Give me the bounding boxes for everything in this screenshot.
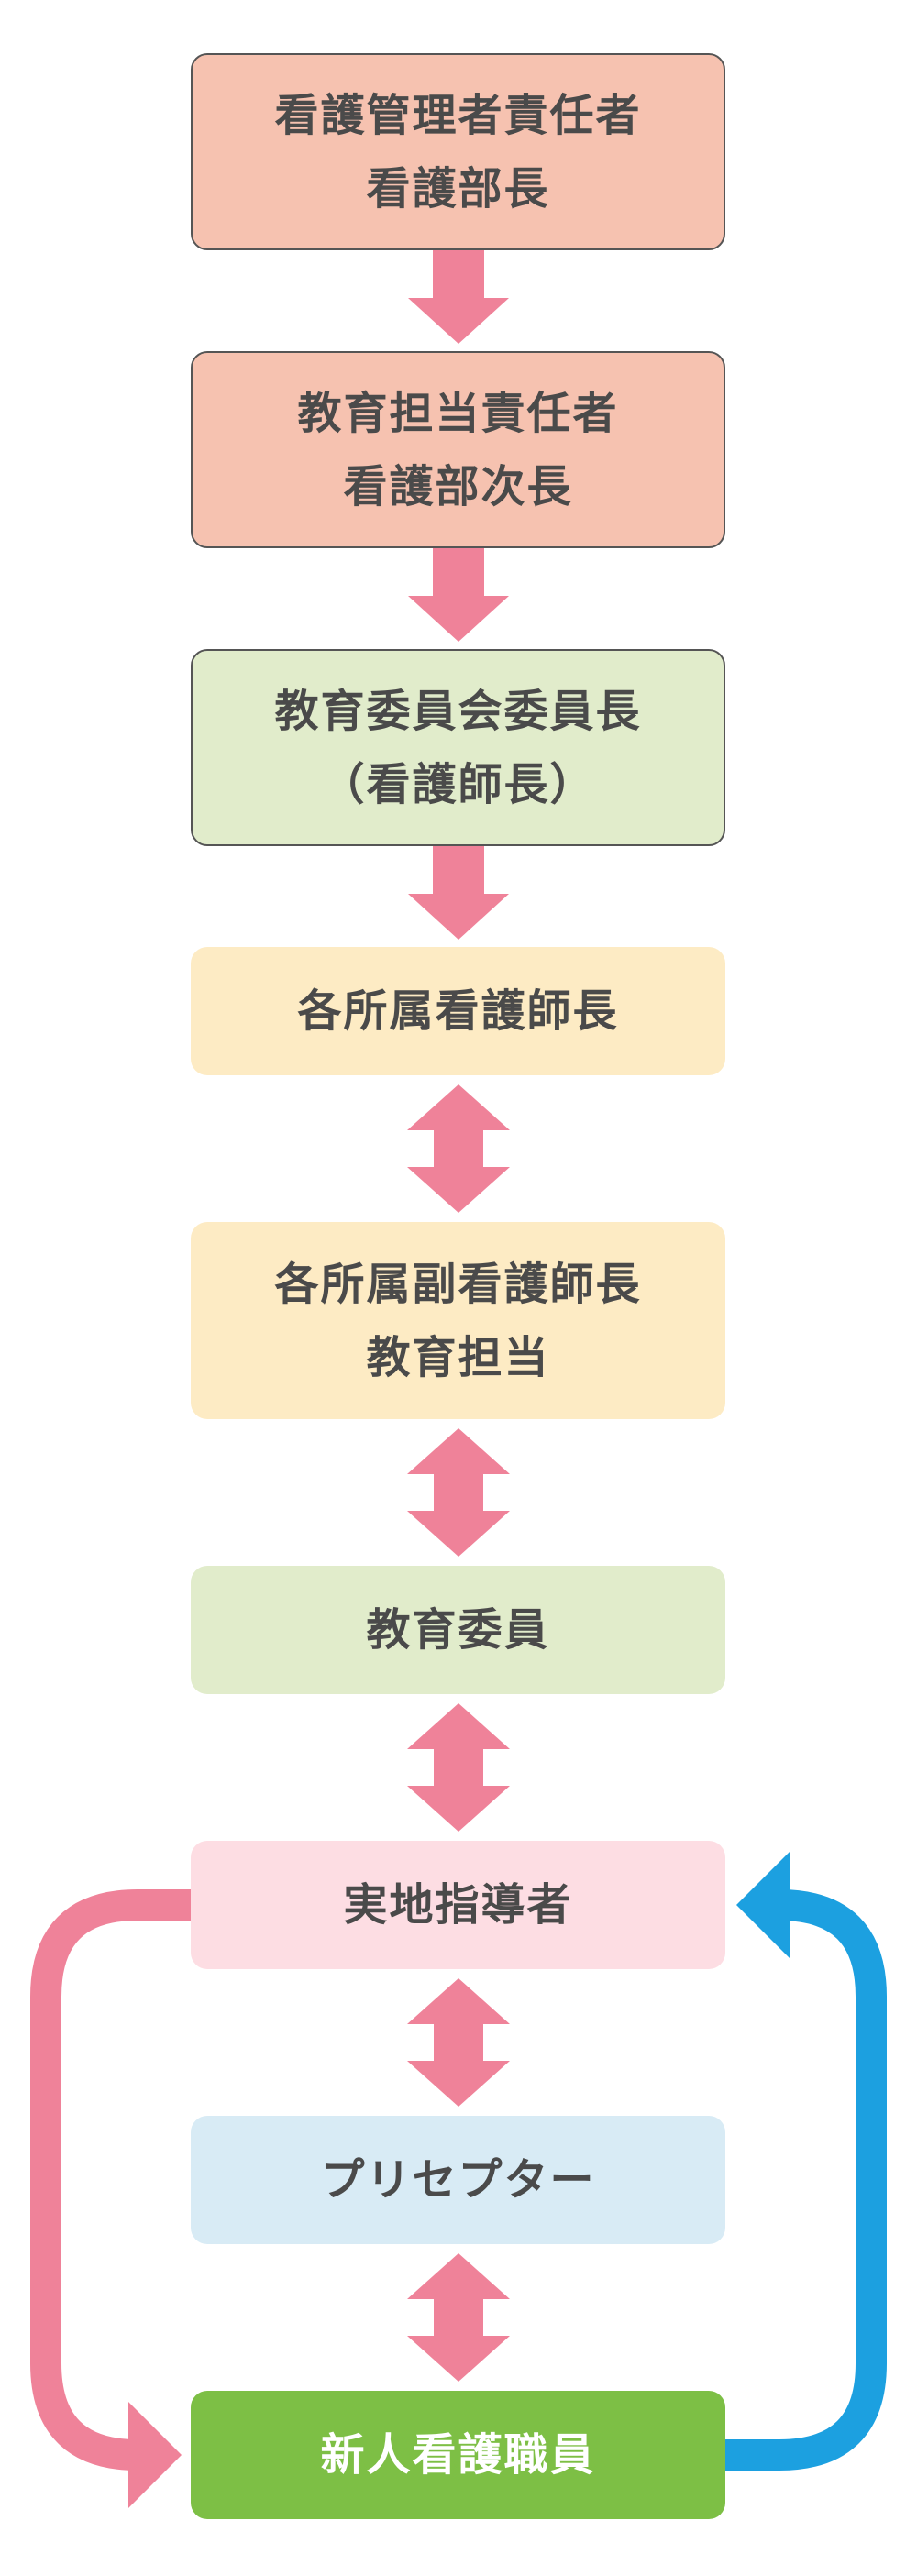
arrow-down-3	[408, 846, 509, 940]
node-nursing-manager-line1: 看護管理者責任者	[274, 89, 642, 141]
node-committee-chair-line1: 教育委員会委員長	[274, 685, 642, 737]
node-education-committee-line1: 教育委員	[366, 1604, 550, 1656]
curved-arrow-left	[30, 1889, 191, 2471]
arrow-double-4	[407, 1978, 510, 2107]
node-head-nurses: 各所属看護師長	[191, 947, 725, 1075]
node-committee-chair-line2: （看護師長）	[320, 758, 596, 810]
node-education-manager-line1: 教育担当責任者	[297, 387, 619, 439]
curved-arrow-right	[725, 1889, 887, 2471]
node-new-nurse-line1: 新人看護職員	[320, 2429, 596, 2481]
node-nursing-manager-line2: 看護部長	[366, 162, 550, 215]
node-education-committee: 教育委員	[191, 1566, 725, 1694]
node-education-manager: 教育担当責任者 看護部次長	[191, 351, 725, 548]
arrow-double-3	[407, 1703, 510, 1832]
node-preceptor: プリセプター	[191, 2116, 725, 2244]
arrow-double-5	[407, 2253, 510, 2382]
arrow-down-1	[408, 250, 509, 344]
curved-arrow-left-head	[128, 2402, 182, 2508]
node-practical-instructor: 実地指導者	[191, 1841, 725, 1969]
curved-arrow-right-head	[736, 1852, 790, 1958]
arrow-double-1	[407, 1084, 510, 1213]
node-education-manager-line2: 看護部次長	[343, 460, 573, 512]
node-preceptor-line1: プリセプター	[320, 2154, 596, 2206]
node-practical-instructor-line1: 実地指導者	[343, 1879, 573, 1931]
node-committee-chair: 教育委員会委員長 （看護師長）	[191, 649, 725, 846]
node-deputy-head-nurses: 各所属副看護師長 教育担当	[191, 1222, 725, 1419]
arrow-down-2	[408, 548, 509, 642]
node-deputy-head-nurses-line2: 教育担当	[366, 1331, 550, 1383]
node-nursing-manager: 看護管理者責任者 看護部長	[191, 53, 725, 250]
node-deputy-head-nurses-line1: 各所属副看護師長	[274, 1258, 642, 1310]
node-head-nurses-line1: 各所属看護師長	[297, 985, 619, 1037]
arrow-double-2	[407, 1428, 510, 1557]
node-new-nurse: 新人看護職員	[191, 2391, 725, 2519]
